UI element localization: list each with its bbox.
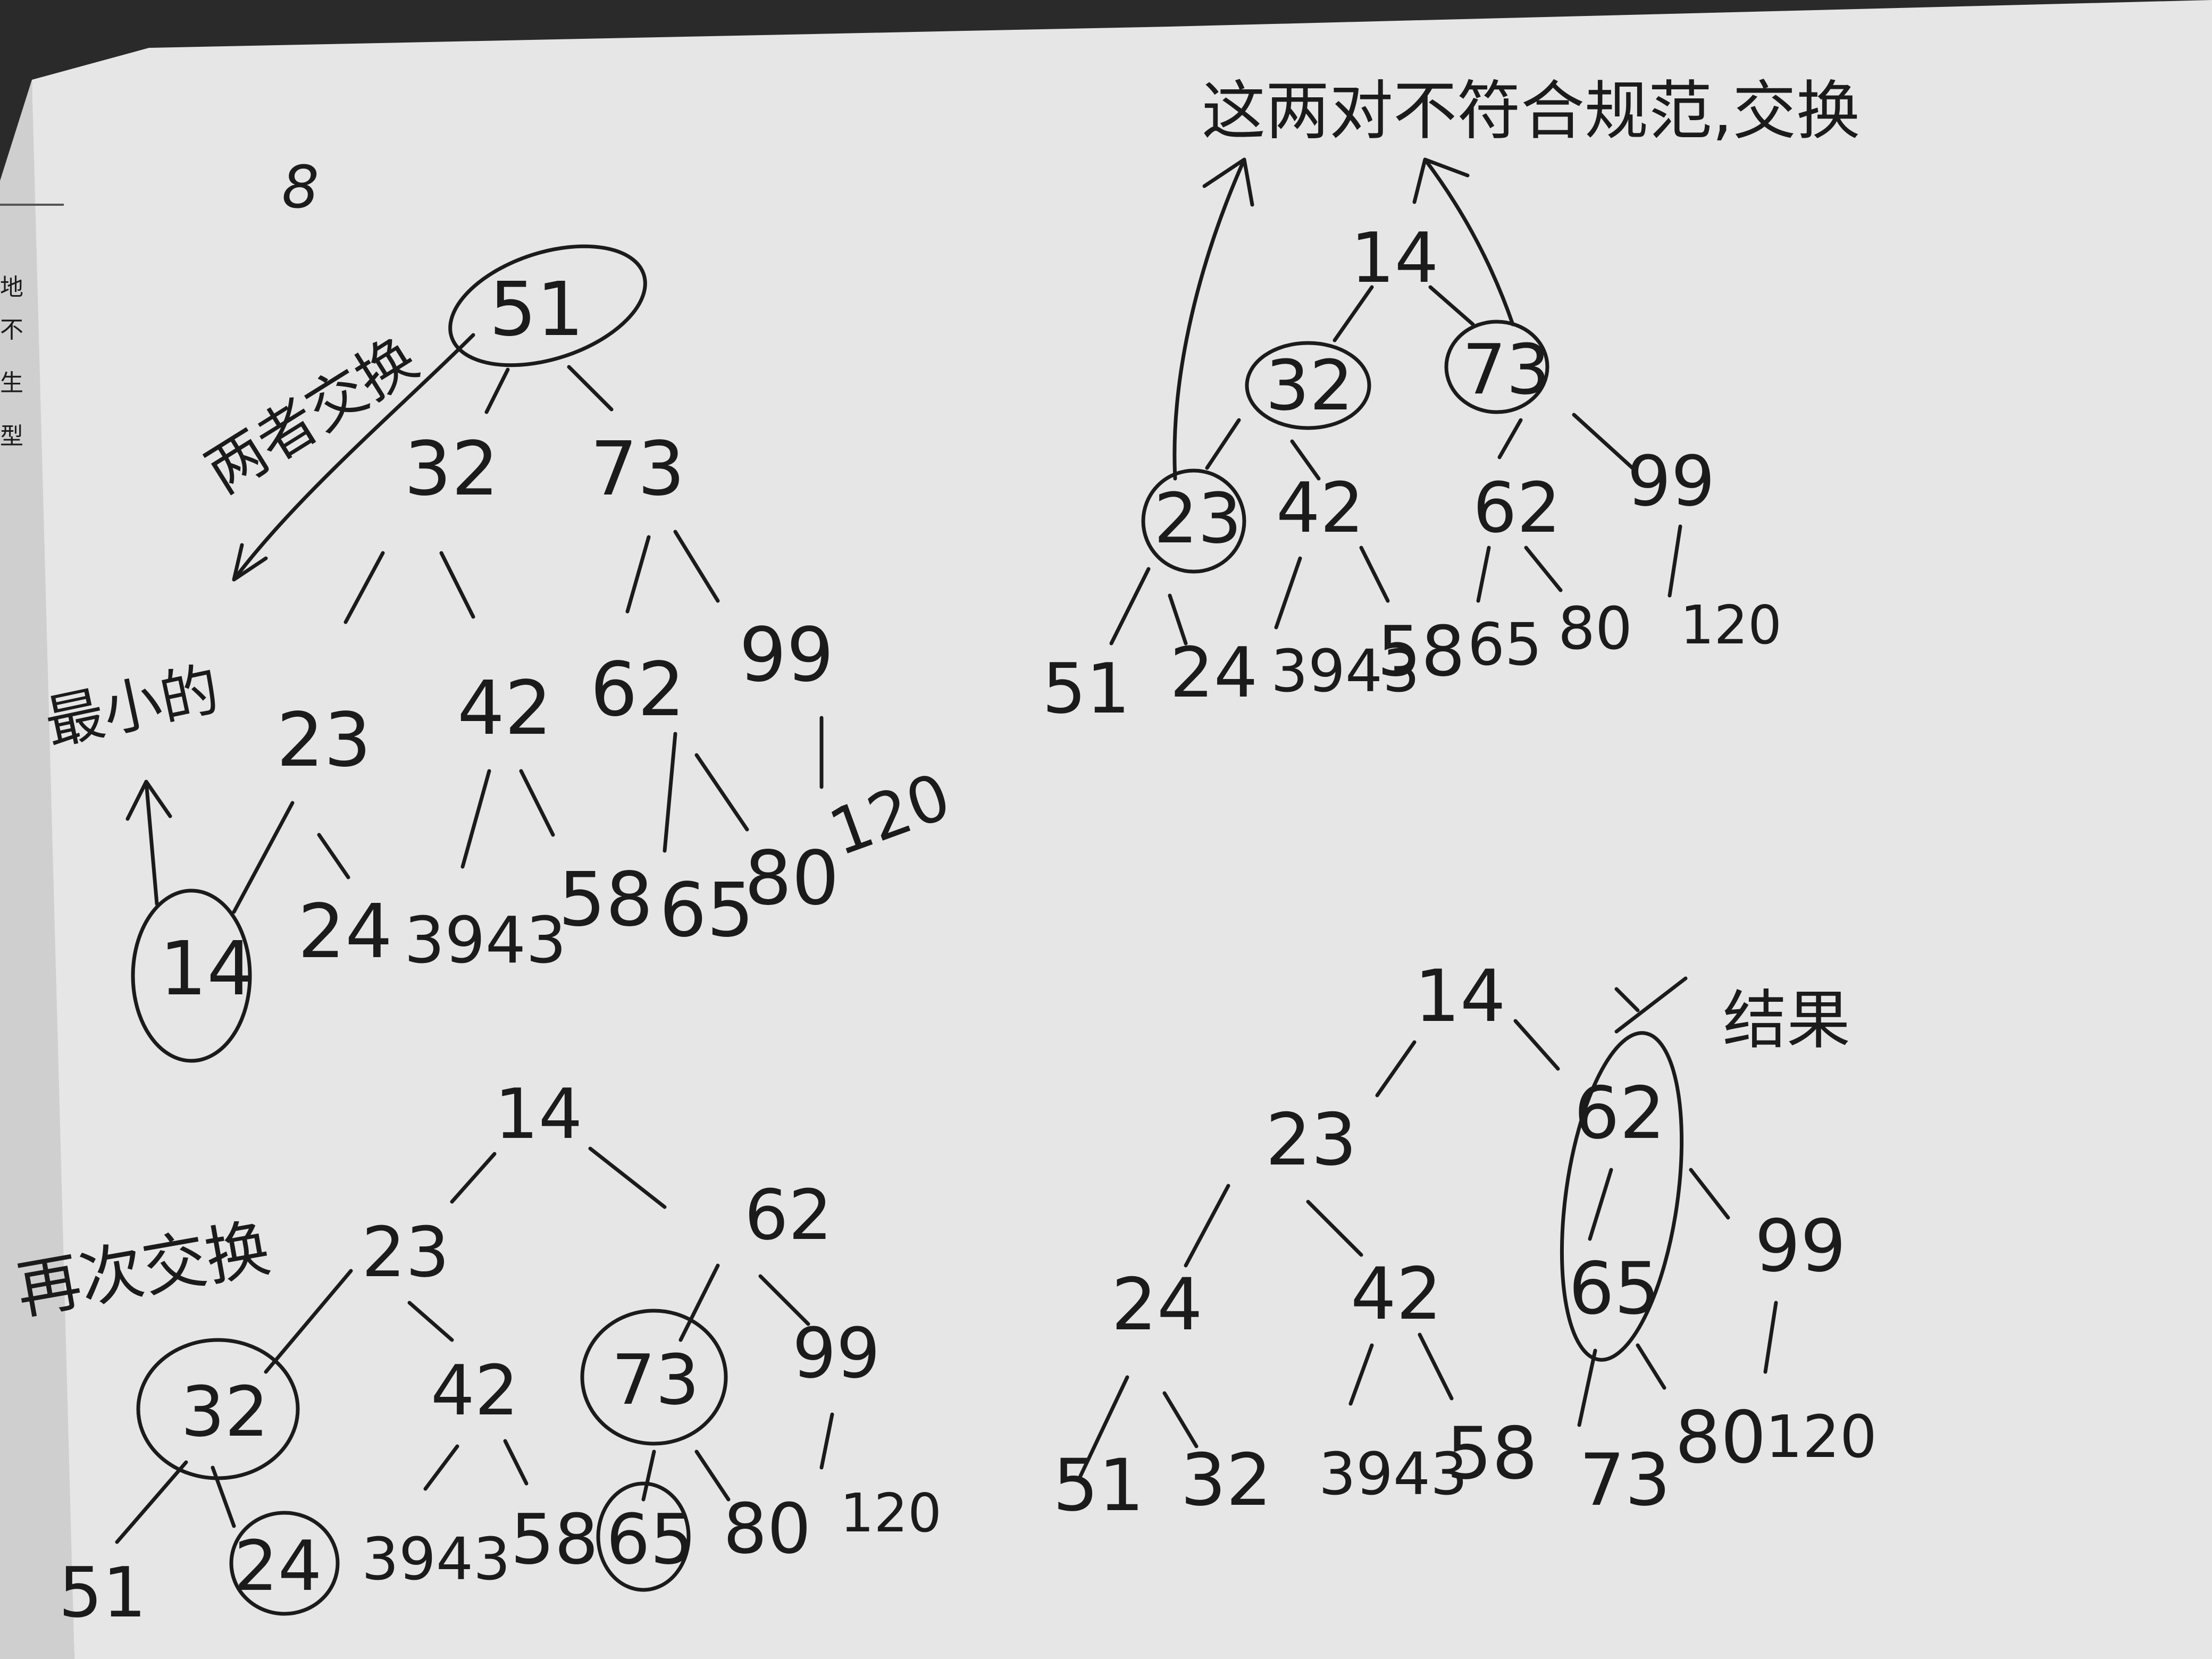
margin-fragment: 不 bbox=[0, 316, 23, 343]
circle-mark bbox=[580, 1309, 728, 1446]
tree-node: 65 bbox=[659, 867, 754, 954]
arrow-icon bbox=[232, 333, 475, 582]
tree-node: 58 bbox=[558, 857, 653, 943]
tree-node: 23 bbox=[1266, 1098, 1357, 1182]
tree-node: 24 bbox=[298, 889, 392, 975]
margin-fragment: 型 bbox=[0, 423, 23, 450]
tree-node: 32 bbox=[404, 426, 499, 513]
tree-node: 58 bbox=[1377, 611, 1465, 692]
circle-mark bbox=[1141, 468, 1246, 574]
tree-node: 65 bbox=[1569, 1247, 1660, 1330]
tree-node: 120 bbox=[1765, 1403, 1877, 1471]
step-annotation: 这两对不符合规范,交换 bbox=[1202, 74, 1860, 148]
tree-node: 24 bbox=[1111, 1263, 1203, 1346]
tree-node: 65 bbox=[1468, 610, 1542, 678]
tree-node: 62 bbox=[1574, 1071, 1665, 1155]
tree-node: 23 bbox=[1154, 478, 1242, 559]
paper-sheet bbox=[32, 0, 2212, 1659]
tree-node: 3943 bbox=[1271, 637, 1420, 705]
tree-node: 73 bbox=[1462, 329, 1550, 410]
tree-node: 51 bbox=[489, 266, 584, 353]
tree-edges bbox=[232, 365, 824, 914]
tree-node: 42 bbox=[431, 1350, 518, 1431]
circle-mark bbox=[596, 1481, 691, 1592]
circle-mark bbox=[448, 244, 647, 367]
tree-node: 3943 bbox=[1319, 1440, 1468, 1508]
circle-mark bbox=[1560, 1031, 1684, 1362]
tree-node: 120 bbox=[1680, 594, 1782, 656]
tree-node: 14 bbox=[1351, 217, 1438, 298]
tree-node: 14 bbox=[160, 926, 254, 1012]
tree-node: 62 bbox=[1473, 467, 1561, 548]
tree-edges bbox=[115, 1146, 834, 1544]
tree-node: 62 bbox=[744, 1175, 832, 1255]
heap-diagram-result: 结果 14 23 62 24 42 65 99 51 32 3943 58 73 bbox=[1053, 954, 1877, 1527]
tree-node: 80 bbox=[1558, 594, 1632, 663]
tree-node: 58 bbox=[510, 1499, 598, 1580]
heap-diagram-step-1: 这两对不符合规范,交换 14 32 73 23 42 62 99 51 24 bbox=[1042, 74, 1860, 729]
tree-node: 73 bbox=[611, 1339, 699, 1420]
tree-node: 14 bbox=[495, 1074, 582, 1154]
cross-mark bbox=[1614, 976, 1688, 1034]
margin-text: 地 不 生 型 bbox=[0, 274, 23, 450]
tree-node: 42 bbox=[1351, 1252, 1442, 1336]
tree-node: 32 bbox=[181, 1371, 269, 1452]
tree-node: 99 bbox=[1627, 441, 1715, 522]
circle-mark bbox=[1245, 341, 1371, 430]
tree-node: 80 bbox=[1675, 1396, 1766, 1479]
tree-node: 42 bbox=[457, 665, 552, 752]
tree-node: 42 bbox=[1276, 467, 1364, 548]
tree-node: 23 bbox=[276, 697, 371, 784]
arrow-icon bbox=[1412, 157, 1515, 326]
tree-node: 80 bbox=[744, 835, 839, 922]
tree-node: 24 bbox=[234, 1526, 322, 1606]
tree-node: 51 bbox=[1053, 1444, 1144, 1527]
tree-node: 23 bbox=[362, 1212, 449, 1293]
tree-edges bbox=[1109, 285, 1682, 646]
tree-node: 73 bbox=[1579, 1438, 1671, 1522]
tree-edges bbox=[1077, 1019, 1778, 1480]
tree-node: 32 bbox=[1266, 345, 1353, 426]
tree-node: 65 bbox=[606, 1499, 694, 1580]
tree-node: 51 bbox=[58, 1552, 146, 1633]
tree-node: 14 bbox=[1414, 954, 1506, 1038]
tree-node: 120 bbox=[840, 1482, 942, 1544]
tree-node: 73 bbox=[590, 426, 685, 513]
arrow-icon bbox=[1172, 157, 1254, 481]
tree-node: 32 bbox=[1180, 1438, 1272, 1522]
page-marker: 8 bbox=[282, 153, 319, 221]
result-annotation: 结果 bbox=[1723, 984, 1850, 1058]
arrow-icon bbox=[125, 780, 172, 906]
tree-node: 3943 bbox=[404, 904, 566, 978]
margin-fragment: 地 bbox=[0, 274, 23, 301]
circle-mark bbox=[1444, 320, 1549, 414]
circle-mark bbox=[229, 1511, 340, 1616]
circle-mark bbox=[136, 1338, 300, 1480]
paper-shadow-edge bbox=[0, 80, 74, 1659]
tree-node: 62 bbox=[590, 647, 685, 733]
circle-mark bbox=[131, 889, 252, 1063]
tree-node: 99 bbox=[1755, 1204, 1846, 1288]
margin-fragment: 生 bbox=[0, 370, 23, 397]
tree-node: 51 bbox=[1042, 648, 1130, 729]
tree-node: 24 bbox=[1170, 632, 1258, 713]
tree-node: 99 bbox=[739, 612, 834, 699]
tree-node: 3943 bbox=[362, 1525, 510, 1593]
tree-node: 80 bbox=[723, 1488, 811, 1569]
tree-node: 99 bbox=[792, 1313, 880, 1394]
tree-node: 58 bbox=[1446, 1412, 1538, 1495]
